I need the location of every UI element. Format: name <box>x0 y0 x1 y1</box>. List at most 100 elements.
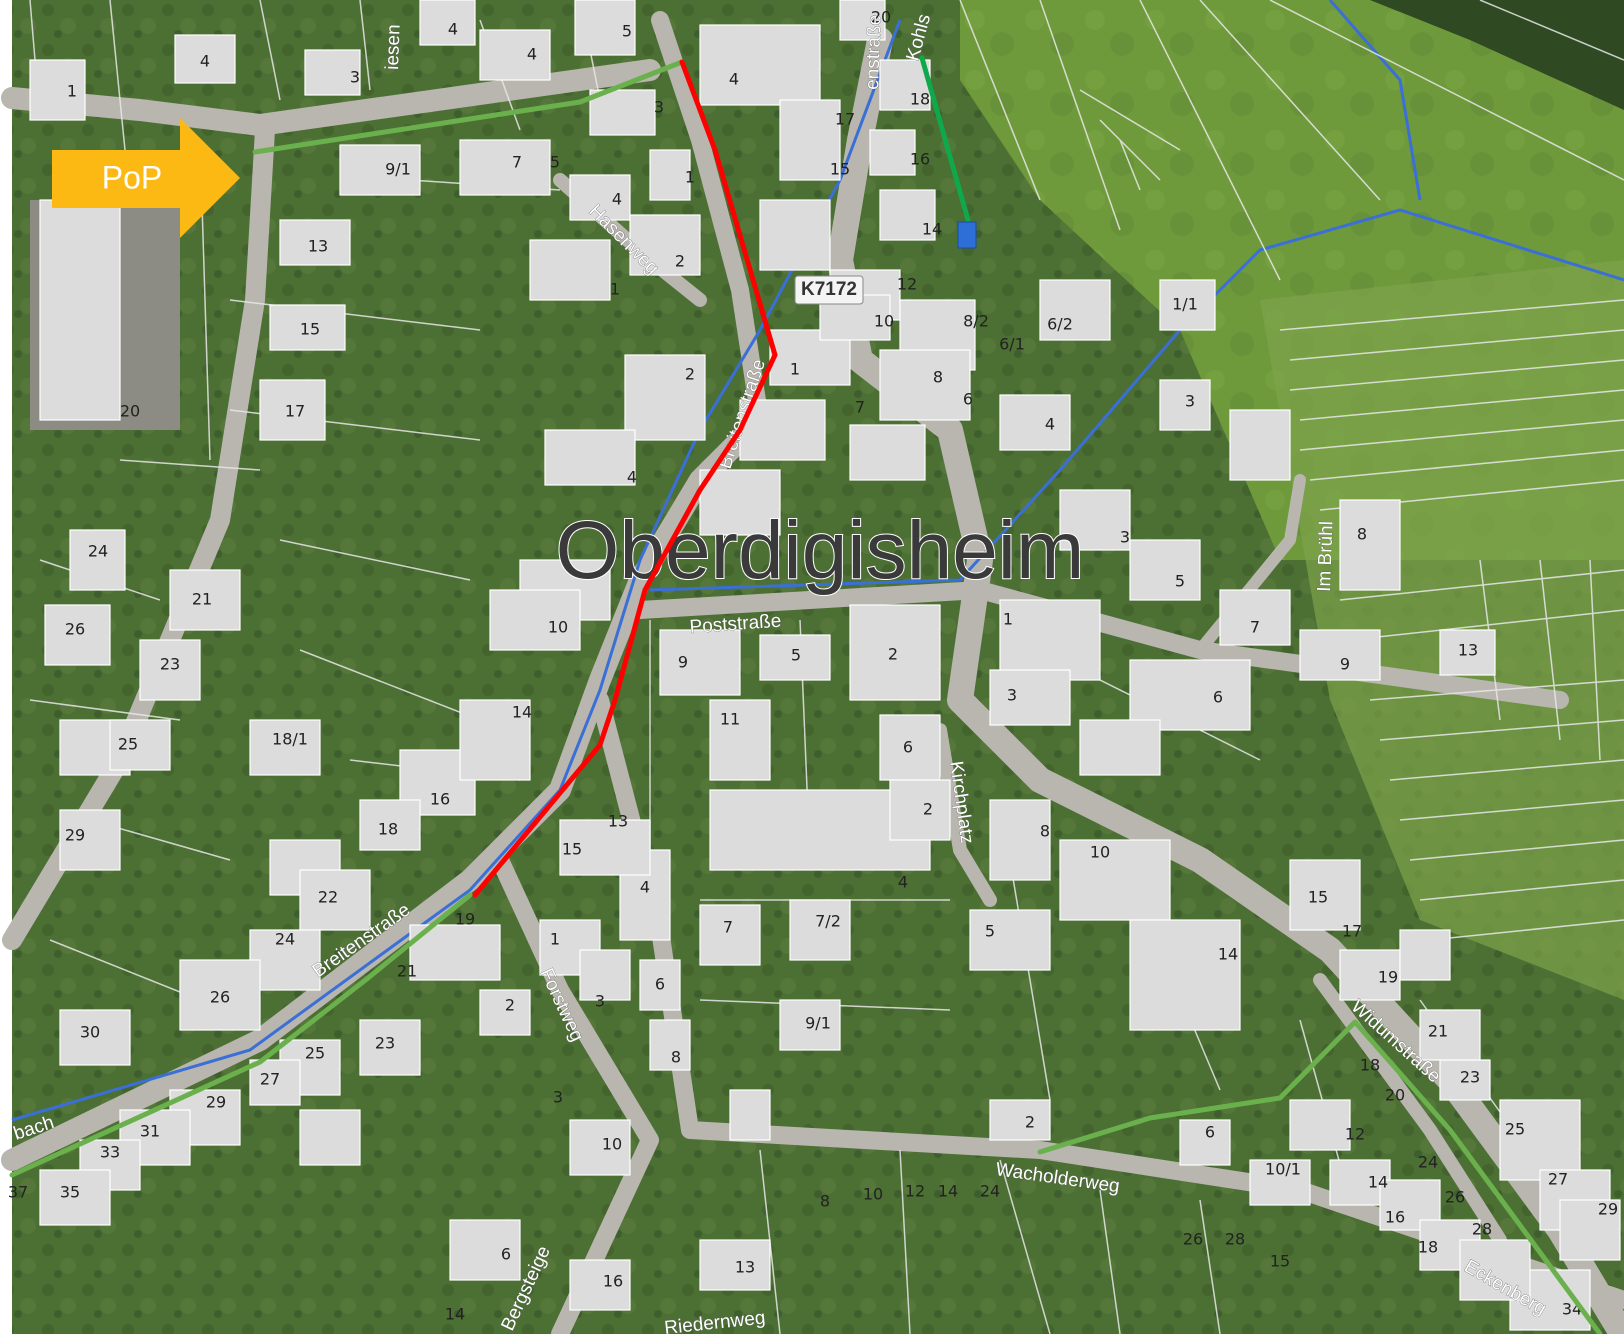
house-number: 10 <box>602 1135 622 1154</box>
house-number: 12 <box>897 275 917 294</box>
house-number: 5 <box>622 22 632 41</box>
house-number: 4 <box>640 878 650 897</box>
house-number: 1 <box>790 360 800 379</box>
house-number: 29 <box>206 1093 226 1112</box>
house-number: 25 <box>1505 1120 1525 1139</box>
house-number: 2 <box>685 365 695 384</box>
endpoint-marker[interactable] <box>957 221 977 249</box>
house-number: 23 <box>375 1034 395 1053</box>
drop-route <box>919 55 971 223</box>
house-number: 3 <box>1007 686 1017 705</box>
house-number: 33 <box>100 1143 120 1162</box>
feeder-route-north <box>252 59 685 155</box>
house-number: 4 <box>448 20 458 39</box>
house-number: 1/1 <box>1172 295 1198 314</box>
house-number: 4 <box>527 45 537 64</box>
house-number: 37 <box>8 1183 28 1202</box>
house-number: 6 <box>655 975 665 994</box>
house-number: 7 <box>512 153 522 172</box>
buildings <box>29 0 1621 1331</box>
house-number: 15 <box>1308 888 1328 907</box>
house-number: 1 <box>550 930 560 949</box>
house-number: 12 <box>1345 1125 1365 1144</box>
house-number: 7 <box>1250 618 1260 637</box>
house-number: 8 <box>671 1048 681 1067</box>
house-number: 21 <box>397 962 417 981</box>
house-number: 2 <box>1025 1113 1035 1132</box>
house-number: 3 <box>654 98 664 117</box>
house-number: 29 <box>65 826 85 845</box>
house-number: 16 <box>430 790 450 809</box>
house-number: 8 <box>933 368 943 387</box>
house-number: 15 <box>830 160 850 179</box>
feeder-route-southeast <box>1037 1019 1603 1334</box>
house-number: 27 <box>260 1070 280 1089</box>
house-number: 6 <box>1213 688 1223 707</box>
house-number: 8 <box>820 1192 830 1211</box>
house-number: 3 <box>1120 528 1130 547</box>
house-number: 7 <box>723 918 733 937</box>
house-number: 24 <box>1418 1153 1438 1172</box>
house-number: 13 <box>735 1258 755 1277</box>
house-number: 10 <box>1090 843 1110 862</box>
house-number: 18 <box>1418 1238 1438 1257</box>
house-number: 1 <box>610 280 620 299</box>
house-number: 29 <box>1598 1200 1618 1219</box>
house-number: 19 <box>455 910 475 929</box>
house-number: 3 <box>595 992 605 1011</box>
house-number: 6 <box>501 1245 511 1264</box>
house-number: 4 <box>898 873 908 892</box>
house-number: 14 <box>1368 1173 1388 1192</box>
house-number: 26 <box>1183 1230 1203 1249</box>
house-number: 9 <box>1340 655 1350 674</box>
house-number: 18 <box>1360 1056 1380 1075</box>
feeder-route-southwest <box>9 892 473 1178</box>
backbone-route <box>472 59 778 898</box>
house-number: 9 <box>678 653 688 672</box>
pop-marker[interactable]: PoP <box>52 118 240 238</box>
house-number: 10 <box>548 618 568 637</box>
house-number: 1 <box>67 82 77 101</box>
house-number: 9/1 <box>385 160 411 179</box>
house-number: 3 <box>1185 392 1195 411</box>
house-number: 19 <box>1378 968 1398 987</box>
house-number: 15 <box>562 840 582 859</box>
house-number: 2 <box>505 996 515 1015</box>
house-number: 13 <box>1458 641 1478 660</box>
house-number: 8 <box>1040 822 1050 841</box>
house-number: 1 <box>1003 610 1013 629</box>
house-number: 16 <box>603 1272 623 1291</box>
house-number: 21 <box>192 590 212 609</box>
house-number: 5 <box>1175 572 1185 591</box>
house-number: 14 <box>938 1182 958 1201</box>
house-number: 20 <box>120 402 140 421</box>
house-number: 11 <box>720 710 740 729</box>
house-number: 4 <box>729 70 739 89</box>
road-tag-label: K7172 <box>801 279 857 300</box>
left-margin <box>0 0 12 1334</box>
house-number: 10 <box>863 1185 883 1204</box>
house-number: 2 <box>675 252 685 271</box>
pop-arrow <box>52 118 240 238</box>
cable-routes <box>9 55 1603 1334</box>
house-number: 31 <box>140 1122 160 1141</box>
house-number: 24 <box>88 542 108 561</box>
house-number: 15 <box>1270 1252 1290 1271</box>
house-number: 6 <box>903 738 913 757</box>
pop-label: PoP <box>102 159 162 195</box>
house-number: 35 <box>60 1183 80 1202</box>
house-number: 6/1 <box>999 335 1025 354</box>
house-number: 4 <box>612 190 622 209</box>
house-number: 18 <box>378 820 398 839</box>
house-number: 17 <box>285 402 305 421</box>
house-number: 3 <box>350 68 360 87</box>
house-number: 28 <box>1472 1220 1492 1239</box>
street-label-im-bruehl: Im Brühl <box>1314 521 1337 592</box>
house-number: 15 <box>300 320 320 339</box>
house-number: 23 <box>160 655 180 674</box>
house-number: 5 <box>985 922 995 941</box>
house-number: 13 <box>608 812 628 831</box>
town-name: Oberdigisheim <box>556 505 1085 596</box>
house-number: 16 <box>910 150 930 169</box>
